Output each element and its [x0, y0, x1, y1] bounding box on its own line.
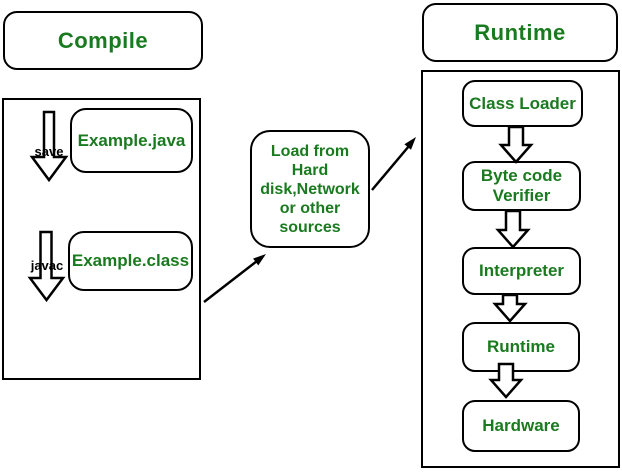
javac-down-arrow-icon [27, 230, 66, 303]
save-label: save [34, 144, 64, 159]
example-java-box: Example.java [70, 108, 193, 173]
javac-label: javac [30, 258, 64, 273]
example-class-box: Example.class [68, 231, 193, 291]
runtime-header: Runtime [422, 3, 618, 62]
step-interpreter: Interpreter [462, 247, 581, 295]
loader-to-runtime-arrowhead-icon [404, 137, 416, 150]
step-byte-code-verifier: Byte code Verifier [462, 161, 581, 211]
flow-arrow-classloader-to-verifier-icon [498, 125, 534, 164]
loader-to-runtime-arrow-line [371, 145, 410, 191]
compile-to-loader-arrow-line [203, 260, 258, 303]
save-down-arrow-icon [29, 110, 69, 183]
flow-arrow-runtime-to-hardware-icon [488, 362, 524, 399]
step-hardware: Hardware [462, 400, 580, 452]
flow-arrow-verifier-to-interpreter-icon [495, 209, 531, 249]
step-runtime: Runtime [462, 322, 580, 372]
compile-to-loader-arrowhead-icon [253, 254, 266, 266]
flow-arrow-interpreter-to-runtime-icon [492, 293, 528, 323]
compile-header: Compile [3, 11, 203, 70]
step-class-loader: Class Loader [462, 80, 583, 127]
